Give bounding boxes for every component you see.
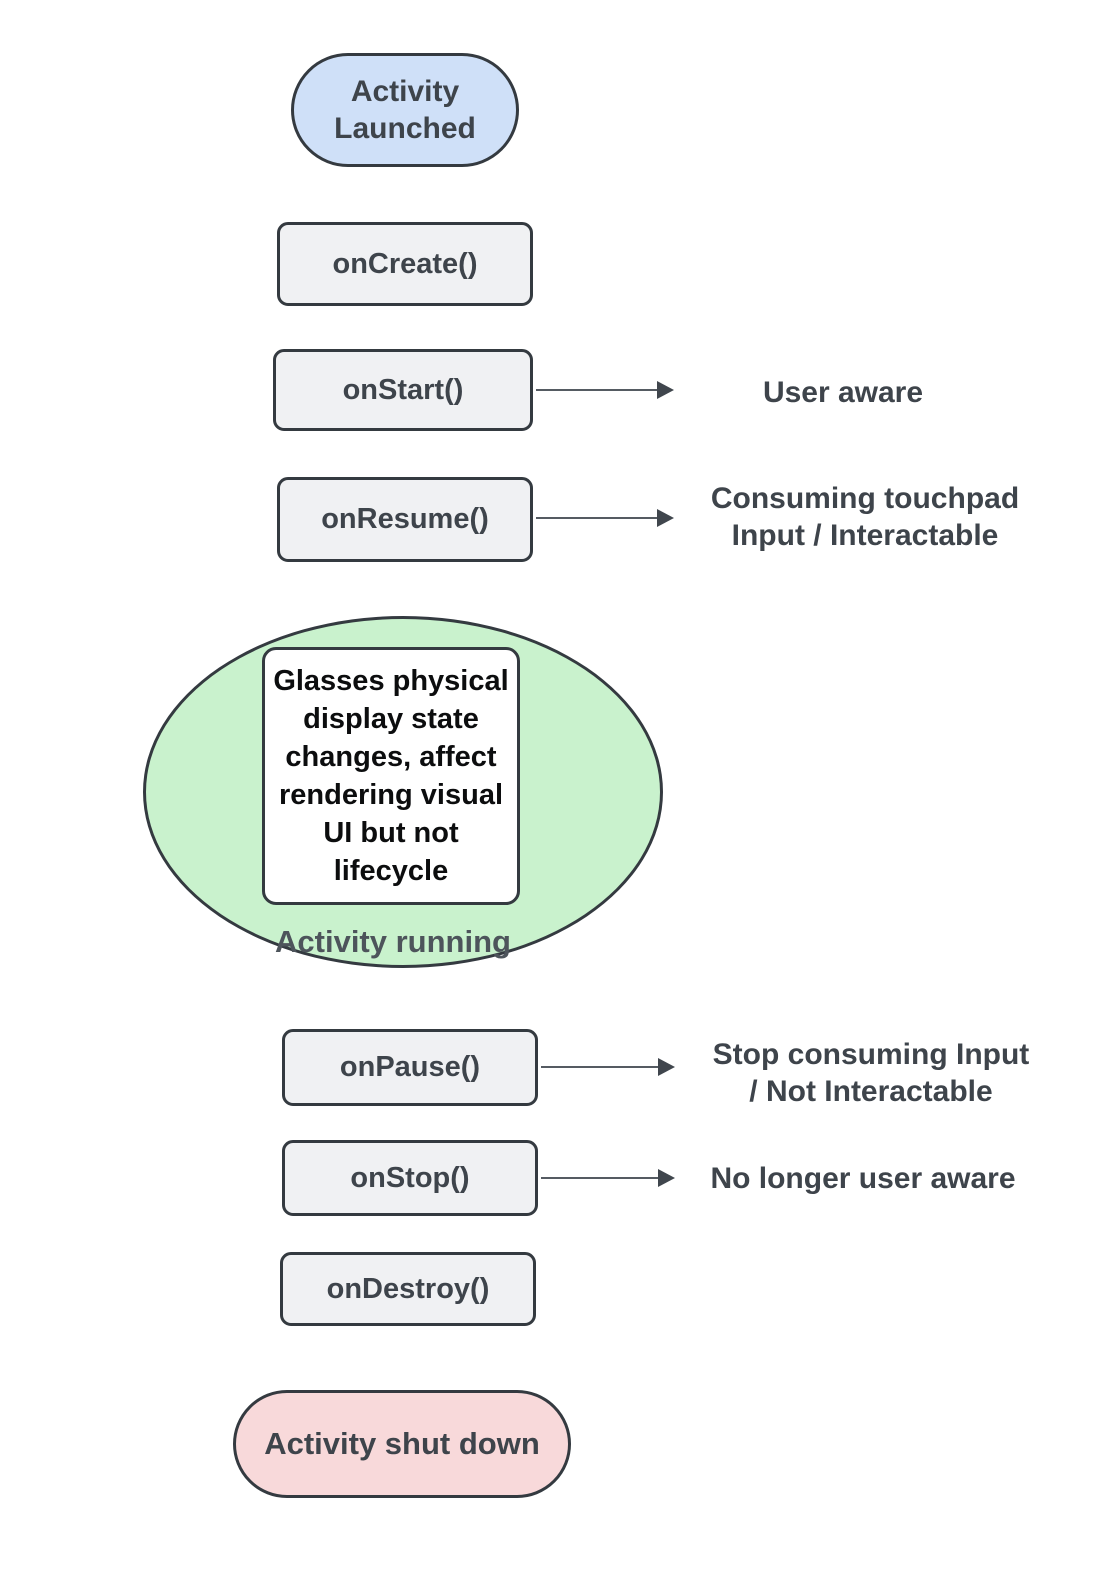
annotation-user-aware-line1: User aware (762, 376, 924, 409)
node-activity-launched: Activity Launched (291, 53, 519, 167)
node-onstart: onStart() (273, 349, 533, 431)
note-display-state-line1: Glasses physical (273, 665, 509, 697)
annotation-stop-consuming-line1: Stop consuming Input (712, 1038, 1030, 1071)
annotation-stop-consuming-line2: / Not Interactable (749, 1075, 993, 1108)
node-oncreate-label: onCreate() (332, 247, 478, 280)
annotation-consuming-touchpad-line1: Consuming touchpad (710, 482, 1020, 515)
node-onresume: onResume() (277, 477, 533, 562)
node-activity-launched-label-line2: Launched (334, 112, 476, 145)
annotation-stop-consuming: Stop consuming Input / Not Interactable (706, 1036, 1036, 1110)
annotation-user-aware: User aware (718, 374, 968, 411)
node-activity-shut-down-label: Activity shut down (264, 1426, 540, 1461)
node-onpause-label: onPause() (339, 1051, 481, 1083)
note-display-state-line5: UI but not (323, 817, 459, 849)
annotation-no-longer-user-aware-line1: No longer user aware (710, 1162, 1016, 1195)
annotation-consuming-touchpad-line2: Input / Interactable (731, 519, 999, 552)
note-display-state-line4: rendering visual (278, 779, 503, 811)
note-display-state-line3: changes, affect (285, 741, 497, 773)
note-display-state-line6: lifecycle (333, 855, 449, 887)
annotation-no-longer-user-aware: No longer user aware (698, 1160, 1028, 1197)
node-activity-running-label: Activity running (275, 924, 511, 959)
node-ondestroy-label: onDestroy() (326, 1272, 490, 1305)
node-ondestroy: onDestroy() (280, 1252, 536, 1326)
node-activity-shut-down: Activity shut down (233, 1390, 571, 1498)
note-display-state-line2: display state (303, 703, 479, 735)
node-onstart-label: onStart() (342, 373, 464, 406)
arrow-onstart-annotation (536, 381, 674, 399)
node-onresume-label: onResume() (321, 503, 489, 535)
node-onpause: onPause() (282, 1029, 538, 1106)
arrow-onresume-annotation (536, 509, 674, 527)
arrow-onpause-annotation (541, 1058, 675, 1076)
annotation-consuming-touchpad: Consuming touchpad Input / Interactable (700, 480, 1030, 554)
node-onstop: onStop() (282, 1140, 538, 1216)
node-oncreate: onCreate() (277, 222, 533, 306)
node-activity-launched-label-line1: Activity (350, 75, 460, 108)
node-onstop-label: onStop() (350, 1161, 470, 1194)
arrow-onstop-annotation (541, 1169, 675, 1187)
note-display-state: Glasses physical display state changes, … (262, 647, 520, 905)
